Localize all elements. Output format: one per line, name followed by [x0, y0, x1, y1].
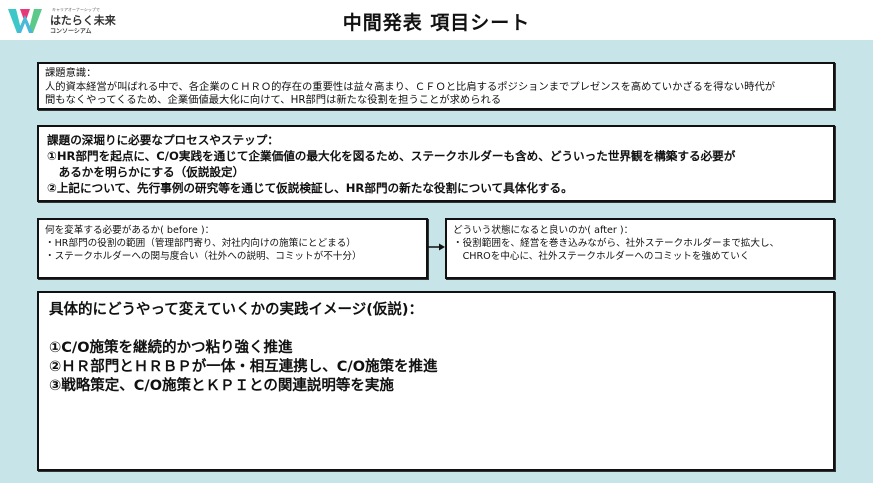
before-line: ・HR部門の役割の範囲（管理部門寄り、対社内向けの施策にとどまる） [45, 238, 356, 249]
header-bar: キャリアオーナーシップで はたらく未来 コンソーシアム 中間発表 項目シート [0, 0, 873, 40]
process-heading: 課題の深堀りに必要なプロセスやステップ： [47, 133, 279, 147]
logo-w-icon [8, 9, 42, 33]
process-box: 課題の深堀りに必要なプロセスやステップ： ①HR部門を起点に、C/O実践を通じて… [37, 125, 835, 202]
after-heading: どういう状態になると良いのか( after )： [453, 225, 634, 236]
process-line: あるかを明らかにする（仮説設定） [47, 165, 245, 179]
before-heading: 何を変革する必要があるか( before )： [45, 225, 215, 236]
issue-line: 間もなくやってくるため、企業価値最大化に向けて、HR部門は新たな役割を担うことが… [45, 94, 502, 106]
arrow-right-icon [428, 243, 445, 251]
practice-box: 具体的にどうやって変えていくかの実践イメージ(仮説)： ①C/O施策を継続的かつ… [37, 291, 835, 471]
page-title: 中間発表 項目シート [342, 12, 531, 34]
logo-tagline: キャリアオーナーシップで [52, 7, 100, 12]
issue-box: 課題意識： 人的資本経営が叫ばれる中で、各企業のＣＨＲＯ的存在の重要性は益々高ま… [37, 62, 835, 110]
after-line: ・役割範囲を、経営を巻き込みながら、社外ステークホルダーまで拡大し、 [453, 238, 780, 249]
before-line: ・ステークホルダーへの関与度合い（社外への説明、コミットが不十分） [45, 251, 362, 262]
issue-heading: 課題意識： [45, 67, 97, 79]
after-box: どういう状態になると良いのか( after )： ・役割範囲を、経営を巻き込みな… [445, 218, 835, 279]
process-line: ①HR部門を起点に、C/O実践を通じて企業価値の最大化を図るため、ステークホルダ… [47, 149, 736, 163]
after-line: CHROを中心に、社外ステークホルダーへのコミットを強めていく [453, 251, 750, 262]
issue-line: 人的資本経営が叫ばれる中で、各企業のＣＨＲＯ的存在の重要性は益々高まり、ＣＦＯと… [45, 80, 776, 93]
logo: キャリアオーナーシップで はたらく未来 コンソーシアム [8, 5, 118, 35]
practice-item: ②ＨＲ部門とＨＲＢＰが一体・相互連携し、C/O施策を推進 [49, 359, 438, 375]
practice-item: ①C/O施策を継続的かつ粘り強く推進 [49, 340, 293, 356]
practice-item: ③戦略策定、C/O施策とＫＰＩとの関連説明等を実施 [49, 378, 394, 394]
process-line: ②上記について、先行事例の研究等を通じて仮説検証し、HR部門の新たな役割について… [47, 181, 573, 195]
logo-name: はたらく未来 [50, 14, 116, 27]
practice-heading: 具体的にどうやって変えていくかの実践イメージ(仮説)： [49, 302, 424, 318]
before-box: 何を変革する必要があるか( before )： ・HR部門の役割の範囲（管理部門… [37, 218, 428, 279]
logo-sub: コンソーシアム [50, 28, 92, 35]
